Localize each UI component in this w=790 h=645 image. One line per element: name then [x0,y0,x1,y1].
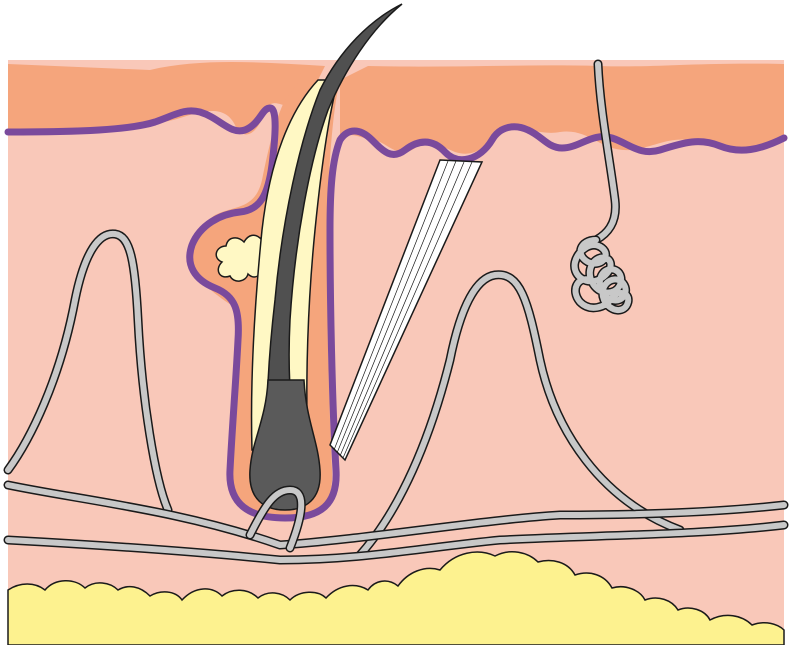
skin-cross-section-diagram [0,0,790,645]
skin-diagram-svg [0,0,790,645]
